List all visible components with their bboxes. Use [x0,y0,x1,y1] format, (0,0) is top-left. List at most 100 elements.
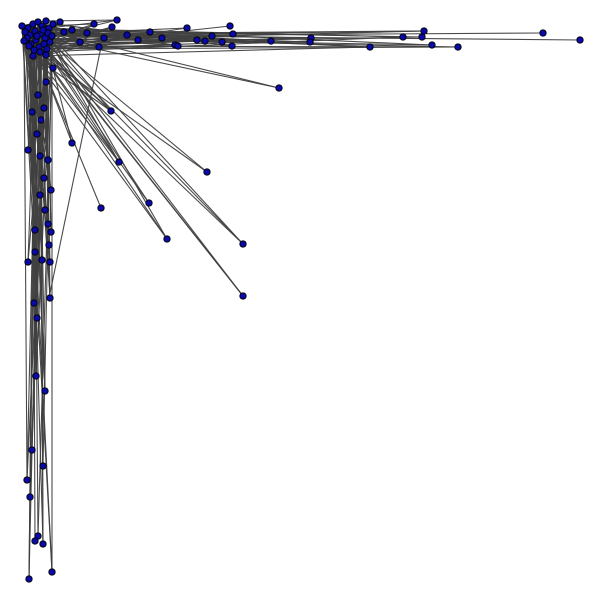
graph-node [33,32,41,40]
graph-edge [24,31,53,573]
graph-node [47,186,55,194]
graph-node [539,29,547,37]
graph-node [201,37,209,45]
graph-node [21,28,29,36]
graph-node [36,191,44,199]
graph-node [56,18,64,26]
graph-node [193,36,201,44]
graph-node [36,152,44,160]
graph-node [39,26,47,34]
graph-node [158,34,166,42]
graph-node [29,52,37,60]
graph-node [366,43,374,51]
graph-node [60,28,68,36]
graph-node [399,33,407,41]
graph-node [38,256,46,264]
graph-edge [46,46,459,50]
graph-node [48,568,56,576]
graph-node [42,17,50,25]
graph-node [454,43,462,51]
graph-edge [48,46,102,299]
graph-edge [44,37,208,173]
graph-node [100,34,108,42]
graph-node [145,199,153,207]
graph-node [20,37,28,45]
graph-edge [44,37,244,297]
graph-node [46,294,54,302]
graph-node [228,42,236,50]
graph-node [174,42,182,50]
graph-edge [48,19,118,29]
graph-node [108,23,116,31]
graph-node [115,158,123,166]
graph-node [44,156,52,164]
graph-node [226,22,234,30]
graph-node [113,16,121,24]
graph-node [23,476,31,484]
graph-node [40,104,48,112]
graph-node [28,108,36,116]
graph-node [42,78,50,86]
graph-node [428,41,436,49]
graph-node [43,45,51,53]
graph-node [49,20,57,28]
graph-node [25,42,33,50]
graph-node [68,26,76,34]
graph-node [418,33,426,41]
graph-edge [32,55,112,112]
graph-edge [41,25,244,245]
graph-node [34,91,42,99]
graph-node [28,446,36,454]
graph-edge [32,55,168,240]
graph-node [42,51,50,59]
graph-node [46,38,54,46]
graph-edge [34,30,244,245]
graph-node [163,235,171,243]
graph-node [30,299,38,307]
graph-node [39,462,47,470]
graph-node [44,220,52,228]
graph-node [420,27,428,35]
graph-node [134,36,142,44]
graph-node [39,540,47,548]
graph-nodes [18,16,584,583]
graph-node [239,240,247,248]
graph-node [24,146,32,154]
graph-node [68,139,76,147]
graph-node [47,228,55,236]
graph-node [306,38,314,46]
graph-node [32,372,40,380]
graph-edge [46,48,244,297]
graph-node [31,248,39,256]
graph-node [107,107,115,115]
graph-node [36,48,44,56]
graph-node [203,168,211,176]
graph-node [18,22,26,30]
graph-node [576,36,584,44]
graph-node [208,32,216,40]
graph-node [45,241,53,249]
graph-node [24,258,32,266]
graph-edge [44,37,280,89]
graph-node [49,64,57,72]
graph-node [33,314,41,322]
graph-node [239,292,247,300]
graph-node [229,30,237,38]
graph-node [267,37,275,45]
graph-node [90,20,98,28]
graph-edge [29,34,581,41]
graph-node [218,38,226,46]
graph-node [41,387,49,395]
graph-edge [26,37,244,245]
graph-node [46,258,54,266]
graph-edge [26,37,459,48]
graph-node [275,84,283,92]
graph-node [41,206,49,214]
graph-node [97,204,105,212]
graph-node [37,116,45,124]
graph-node [48,32,56,40]
graph-node [123,31,131,39]
graph-node [95,43,103,51]
graph-node [40,174,48,182]
